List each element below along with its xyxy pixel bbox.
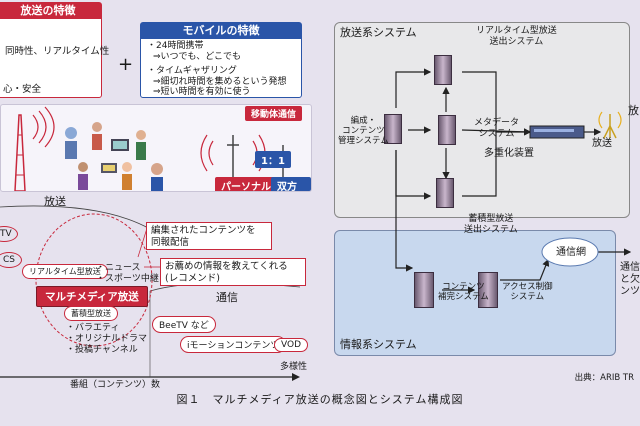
sports-label: ・スポーツ中継 [96, 274, 159, 284]
one-to-one-label: 1：1 [255, 151, 291, 168]
right-cut-bottom-label: 通信 と欠 ンツ [620, 262, 640, 297]
realtime-broadcast-pill: リアルタイム型放送 [22, 264, 108, 279]
realtime-system-label: リアルタイム型放送 送出システム [476, 26, 557, 47]
access-control-label: アクセス制御 システム [502, 282, 553, 303]
mobile-features-box: モバイルの特徴 ・24時間携帯 ⇒いつでも、どこでも ・タイムギャザリング ⇒細… [140, 22, 302, 98]
right-cut-top-label: 放 [628, 104, 639, 117]
stored-broadcast-pill: 蓄積型放送 [64, 306, 118, 321]
content-management-label: コンテンツ 補完システム [438, 282, 489, 303]
mobile-feature-item: ⇒短い時間を有効に使う [153, 87, 251, 97]
broadcast-tower-icon [14, 114, 26, 191]
broadcast-feature-item: 心・安全 [3, 84, 42, 95]
broadcast-features-box: 放送の特徴 同時性、リアルタイム性 心・安全 [0, 2, 109, 98]
stored-server-icon [436, 178, 454, 208]
broadcast-system-box [334, 22, 630, 218]
channel-label: ・投稿チャンネル [66, 345, 138, 355]
broadcast-system-title: 放送系システム [340, 26, 417, 39]
mobile-comm-tag: 移動体通信 [245, 106, 303, 121]
drama-label: ・オリジナルドラマ [66, 334, 148, 344]
broadcast-waves-icon [32, 106, 55, 148]
news-label: ・ニュース [96, 263, 141, 273]
vod-pill: VOD [274, 338, 309, 352]
info-system-title: 情報系システム [340, 338, 417, 351]
communication-axis-label: 通信 [216, 291, 238, 304]
broadcast-feature-item: 同時性、リアルタイム性 [5, 46, 110, 57]
source-text: 出典：ARIB TR [574, 373, 634, 383]
content-server-icon [414, 272, 434, 308]
realtime-server-icon [434, 55, 452, 85]
system-connector-lines [395, 68, 632, 294]
mobile-features-title: モバイルの特徴 [141, 23, 301, 39]
imotion-pill: iモーションコンテンツ [180, 336, 287, 353]
cs-oval [0, 252, 22, 268]
comm-network-label: 通信網 [556, 247, 586, 258]
broadcast-antenna-icon [603, 114, 617, 139]
multiplexer-device-icon [529, 125, 585, 139]
mobile-feature-item: ・24時間携帯 [147, 41, 204, 51]
multiplexer-label: 多重化装置 [484, 148, 534, 159]
editorial-server-icon [384, 114, 402, 144]
mobile-feature-item: ⇒細切れ時間を集めるという発想 [153, 77, 287, 87]
concept-illustration: 移動体通信 1：1 パーソナル 双方向 [0, 104, 312, 192]
broadcast-output-label: 放送 [592, 138, 612, 149]
stored-system-label: 蓄積型放送 送出システム [464, 214, 518, 235]
people-devices-icon [65, 122, 163, 191]
metadata-server-icon [438, 115, 456, 145]
illustration-art [14, 106, 289, 191]
figure-caption: 図１ マルチメディア放送の概念図とシステム構成図 [176, 393, 464, 406]
beetv-pill: BeeTV など [152, 316, 216, 333]
note-distribution: 編集されたコンテンツを 同報配信 [146, 222, 272, 250]
diversity-label: 多様性 [280, 362, 308, 372]
plus-sign: + [118, 54, 134, 75]
cs-label: CS [3, 255, 15, 265]
mobile-feature-item: ・タイムギャザリング [147, 66, 237, 76]
metadata-system-label: メタデータ システム [474, 118, 520, 139]
antenna-waves-icon [598, 111, 622, 129]
editorial-system-label: 編成・ コンテンツ 管理システム [338, 116, 389, 147]
communication-network-cloud-icon [541, 237, 599, 267]
x-axis-label: 番組（コンテンツ）数 [70, 380, 161, 390]
broadcast-features-title: 放送の特徴 [0, 3, 101, 19]
note-recommend: お薦めの情報を教えてくれる (レコメンド) [160, 258, 306, 286]
access-server-icon [478, 272, 498, 308]
multimedia-broadcast-label: マルチメディア放送 [36, 286, 148, 307]
personal-label: パーソナル [215, 177, 277, 191]
bidirectional-label: 双方向 [271, 177, 311, 191]
variety-label: ・バラエティ [66, 323, 120, 333]
mobile-feature-item: ⇒いつでも、どこでも [153, 52, 242, 62]
broadcast-axis-label: 放送 [44, 195, 66, 208]
tv-label: TV [0, 229, 12, 239]
